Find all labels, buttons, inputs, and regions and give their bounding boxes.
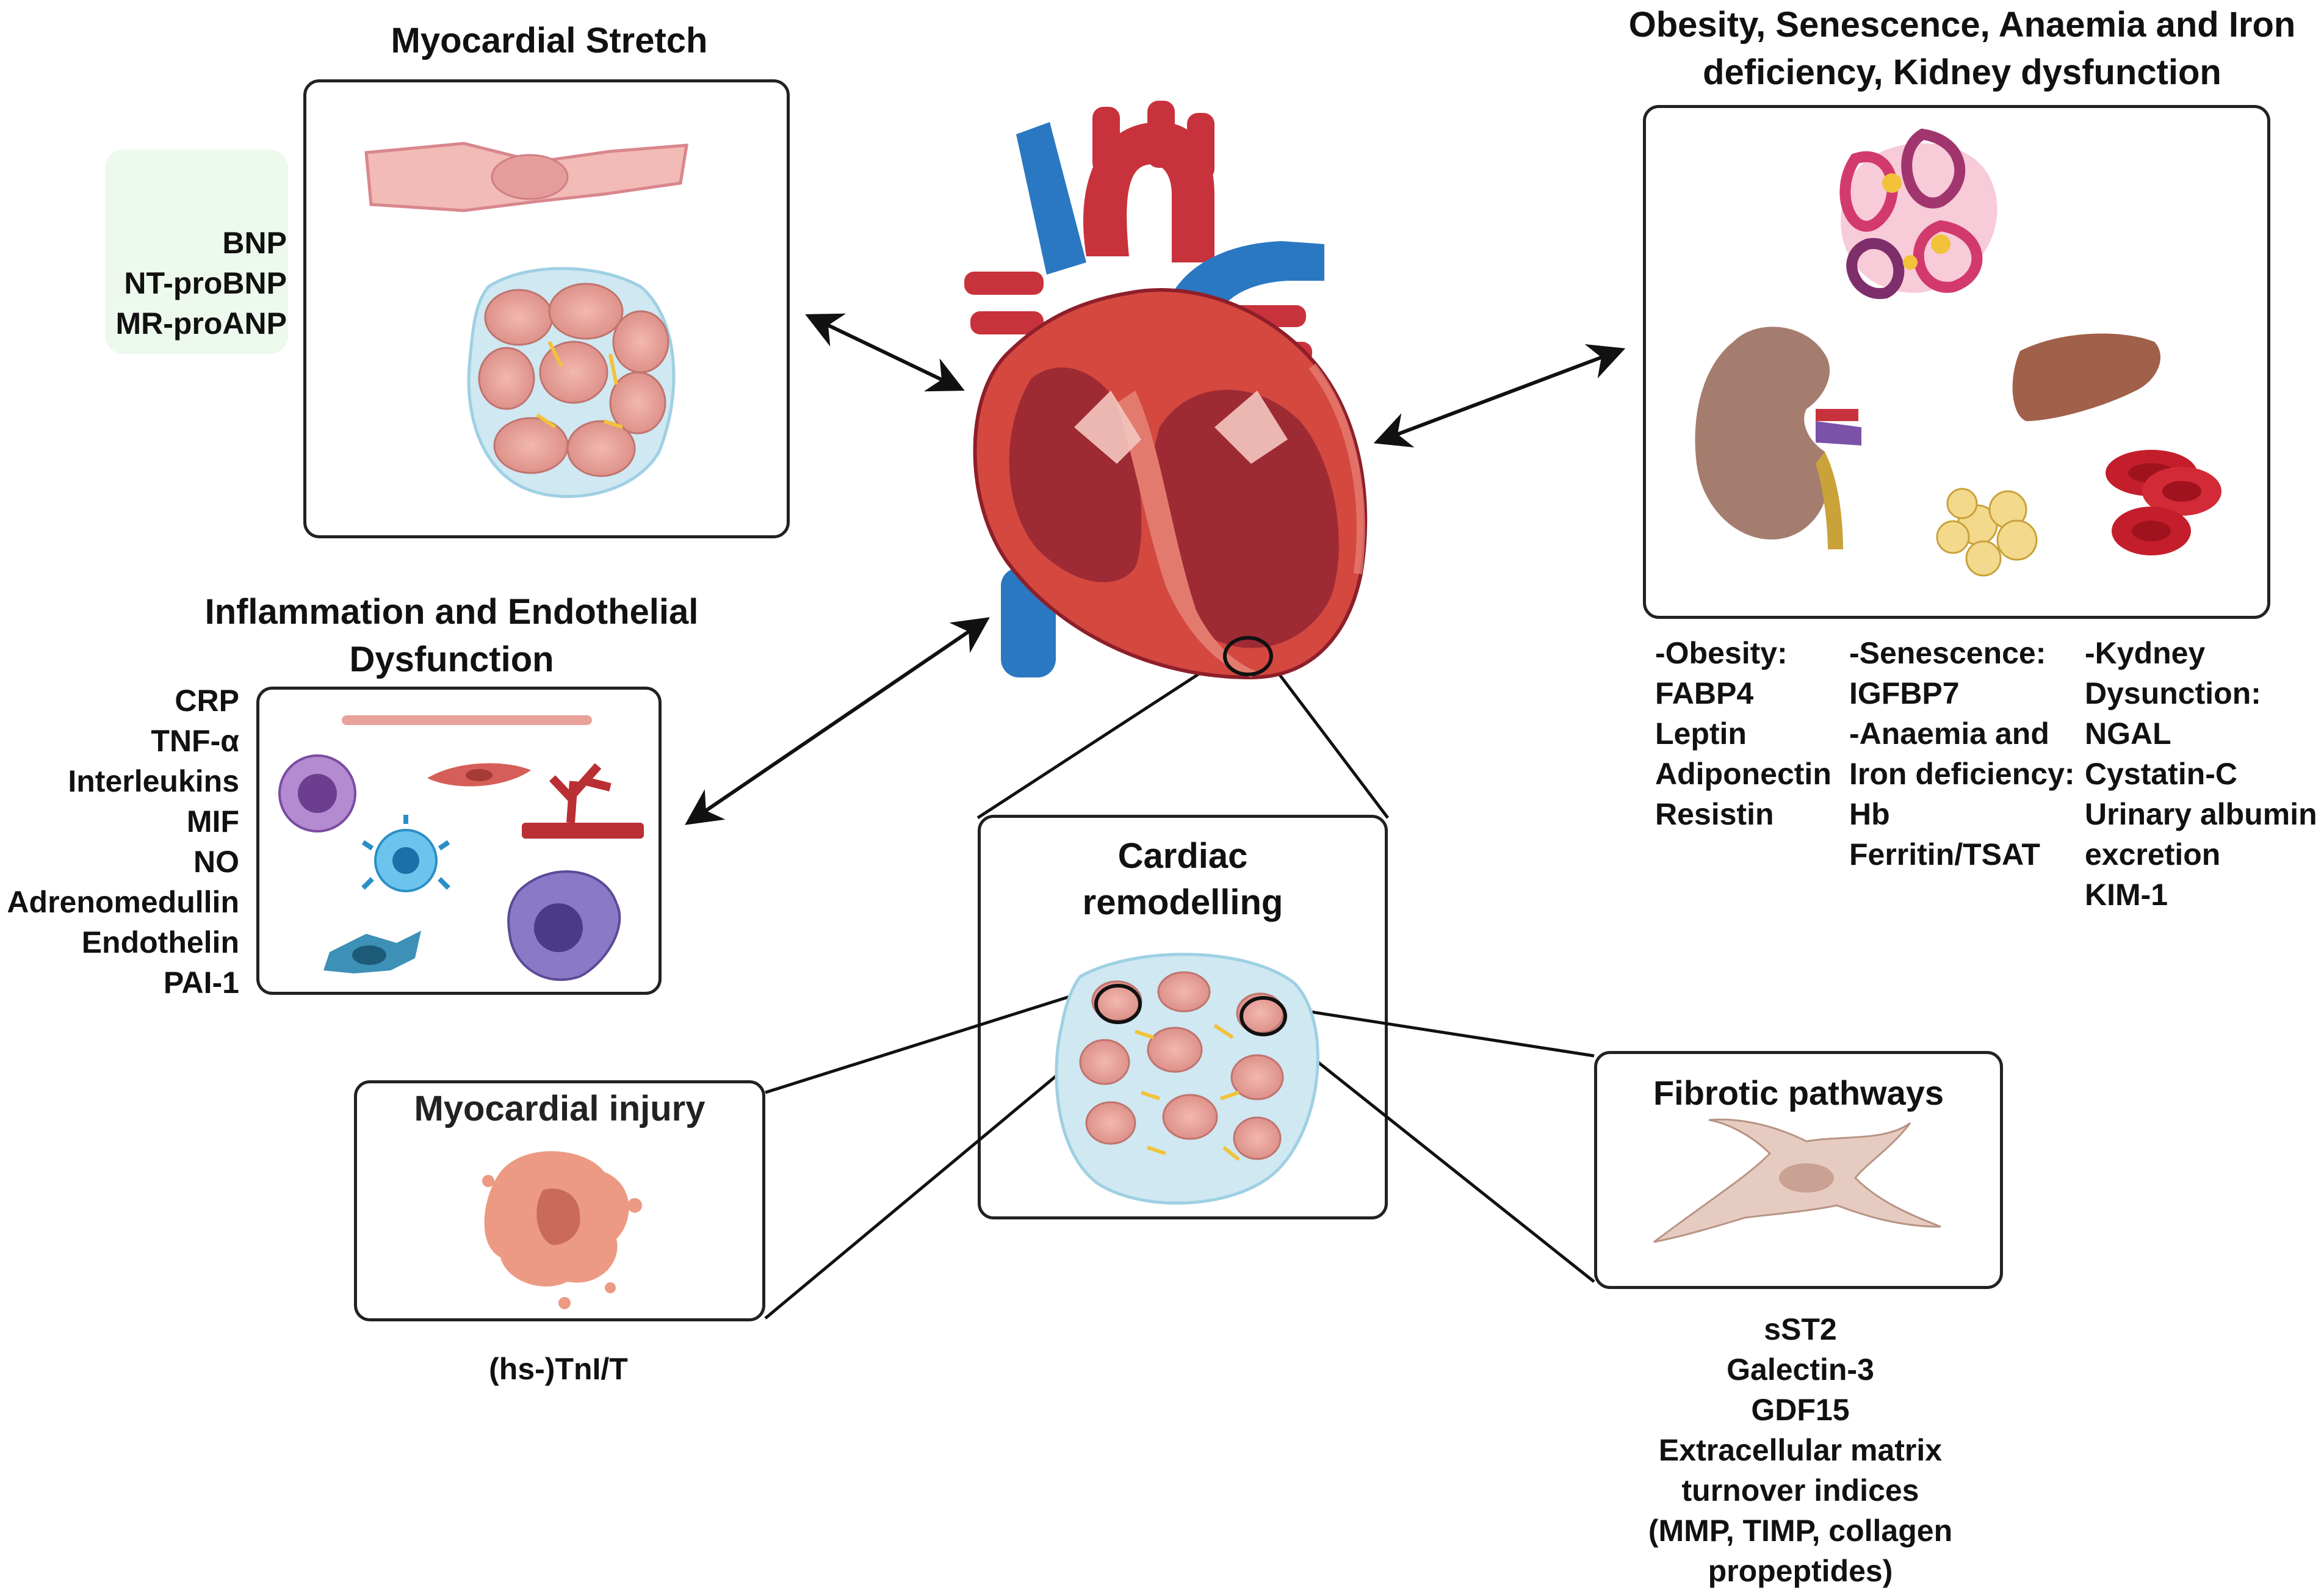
title-remodelling-line-2: remodelling — [1082, 883, 1283, 922]
fibrosis-zoom-circle — [1240, 996, 1287, 1036]
bnp-highlight — [105, 150, 288, 354]
title-myocardial-injury: Myocardial injury — [414, 1089, 706, 1128]
endothelium-strip — [342, 715, 592, 725]
red-blood-cells-icon — [2106, 450, 2221, 555]
kidney-heading-cont: Dysunction: — [2085, 676, 2261, 710]
heart-illustration — [964, 101, 1368, 680]
fibroblast-icon — [1653, 1118, 1941, 1243]
marker-bnp: BNP — [222, 226, 287, 260]
heart-zoom-circle — [1223, 636, 1273, 676]
marker-kim-1: KIM-1 — [2085, 878, 2168, 912]
kidney-icon — [1695, 327, 1861, 549]
marker-resistin: Resistin — [1655, 797, 1774, 831]
senescence-marker-list: -Senescence: IGFBP7 -Anaemia and Iron de… — [1849, 633, 2075, 875]
marker-nt-probnp: NT-proBNP — [124, 266, 287, 300]
marker-ngal: NGAL — [2085, 717, 2171, 751]
marker-no: NO — [193, 845, 239, 879]
liver-icon — [2012, 333, 2160, 421]
title-remodelling-line-1: Cardiac — [1117, 836, 1248, 876]
marker-mr-proanp: MR-proANP — [115, 306, 287, 341]
marker-hb: Hb — [1849, 797, 1890, 831]
inflammation-marker-list: CRP TNF-α Interleukins MIF NO Adrenomedu… — [0, 681, 239, 1003]
marker-leptin: Leptin — [1655, 717, 1747, 751]
title-inflammation: Inflammation and Endothelial Dysfunction — [171, 588, 732, 684]
marker-galectin-3: Galectin-3 — [1727, 1352, 1874, 1387]
marker-mmp-timp: (MMP, TIMP, collagen — [1648, 1514, 1953, 1548]
title-inflammation-line-2: Dysfunction — [349, 640, 554, 679]
adipose-tissue-icon — [1936, 488, 2038, 577]
anaemia-heading-cont: Iron deficiency: — [1849, 757, 2075, 791]
monocyte-icon — [278, 754, 356, 832]
marker-urinary-albumin-cont: excretion — [2085, 837, 2221, 872]
zoom-line-injury-top — [765, 986, 1099, 1094]
dendritic-cell-icon — [323, 931, 421, 973]
ferritin-protein-icon — [1839, 128, 1997, 299]
zoom-line-fibrotic-bottom — [1274, 1027, 1595, 1283]
title-obesity: Obesity, Senescence, Anaemia and Iron de… — [1599, 1, 2324, 96]
title-obesity-line-2: deficiency, Kidney dysfunction — [1703, 52, 2221, 92]
marker-igfbp7: IGFBP7 — [1849, 676, 1960, 710]
injury-zoom-circle — [1094, 984, 1142, 1024]
title-inflammation-line-1: Inflammation and Endothelial — [204, 592, 699, 632]
marker-ferritin-tsat: Ferritin/TSAT — [1849, 837, 2040, 872]
marker-propeptides: propeptides) — [1708, 1554, 1893, 1588]
marker-tnf-alpha: TNF-α — [151, 724, 239, 758]
kidney-heading: -Kydney — [2085, 636, 2206, 670]
marker-hs-tni-t: (hs-)TnI/T — [489, 1352, 628, 1386]
marker-pai-1: PAI-1 — [163, 966, 239, 1000]
marker-adrenomedullin: Adrenomedullin — [7, 885, 239, 919]
senescence-heading: -Senescence: — [1849, 636, 2046, 670]
obesity-heading: -Obesity: — [1655, 636, 1788, 670]
endothelial-cell-icon — [427, 763, 531, 787]
marker-gdf15: GDF15 — [1751, 1393, 1850, 1427]
marker-mif: MIF — [186, 804, 239, 839]
arrow-stretch-heart — [805, 313, 965, 392]
marker-fabp4: FABP4 — [1655, 676, 1754, 710]
marker-endothelin: Endothelin — [81, 925, 239, 959]
marker-crp: CRP — [175, 684, 239, 718]
lymphocyte-icon — [361, 815, 450, 892]
marker-urinary-albumin: Urinary albumin — [2085, 797, 2317, 831]
arrow-heart-obesity — [1373, 344, 1626, 448]
stretched-cardiomyocyte — [364, 142, 688, 212]
marker-sst2: sST2 — [1764, 1312, 1837, 1346]
marker-ecm-turnover-cont: turnover indices — [1681, 1473, 1919, 1508]
marker-adiponectin: Adiponectin — [1655, 757, 1831, 791]
anaemia-heading: -Anaemia and — [1849, 717, 2049, 751]
fibrotic-marker-list: sST2 Galectin-3 GDF15 Extracellular matr… — [1562, 1309, 2038, 1591]
zoom-line-fibrotic-top — [1287, 1006, 1595, 1058]
macrophage-icon — [507, 870, 621, 981]
arrow-heart-inflammation — [685, 617, 990, 825]
marker-ecm-turnover: Extracellular matrix — [1658, 1433, 1943, 1467]
title-myocardial-stretch: Myocardial Stretch — [391, 21, 708, 60]
title-obesity-line-1: Obesity, Senescence, Anaemia and Iron — [1628, 5, 2296, 45]
title-cardiac-remodelling: Cardiac remodelling — [978, 833, 1388, 926]
stretch-marker-list: BNP NT-proBNP MR-proANP — [61, 223, 287, 344]
remodelled-tissue-cross-section — [1055, 953, 1319, 1205]
cardiac-tissue-cross-section — [467, 267, 676, 498]
marker-interleukins: Interleukins — [68, 764, 239, 798]
obesity-marker-list: -Obesity: FABP4 Leptin Adiponectin Resis… — [1655, 633, 1838, 834]
injury-marker-list: (hs-)TnI/T — [415, 1349, 702, 1389]
blood-vessel-icon — [522, 763, 644, 839]
kidney-marker-list: -Kydney Dysunction: NGAL Cystatin-C Urin… — [2085, 633, 2323, 915]
zoom-line-right — [1271, 664, 1389, 819]
necrotic-cell-icon — [482, 1151, 642, 1309]
marker-cystatin-c: Cystatin-C — [2085, 757, 2238, 791]
title-fibrotic-pathways: Fibrotic pathways — [1653, 1074, 1944, 1112]
